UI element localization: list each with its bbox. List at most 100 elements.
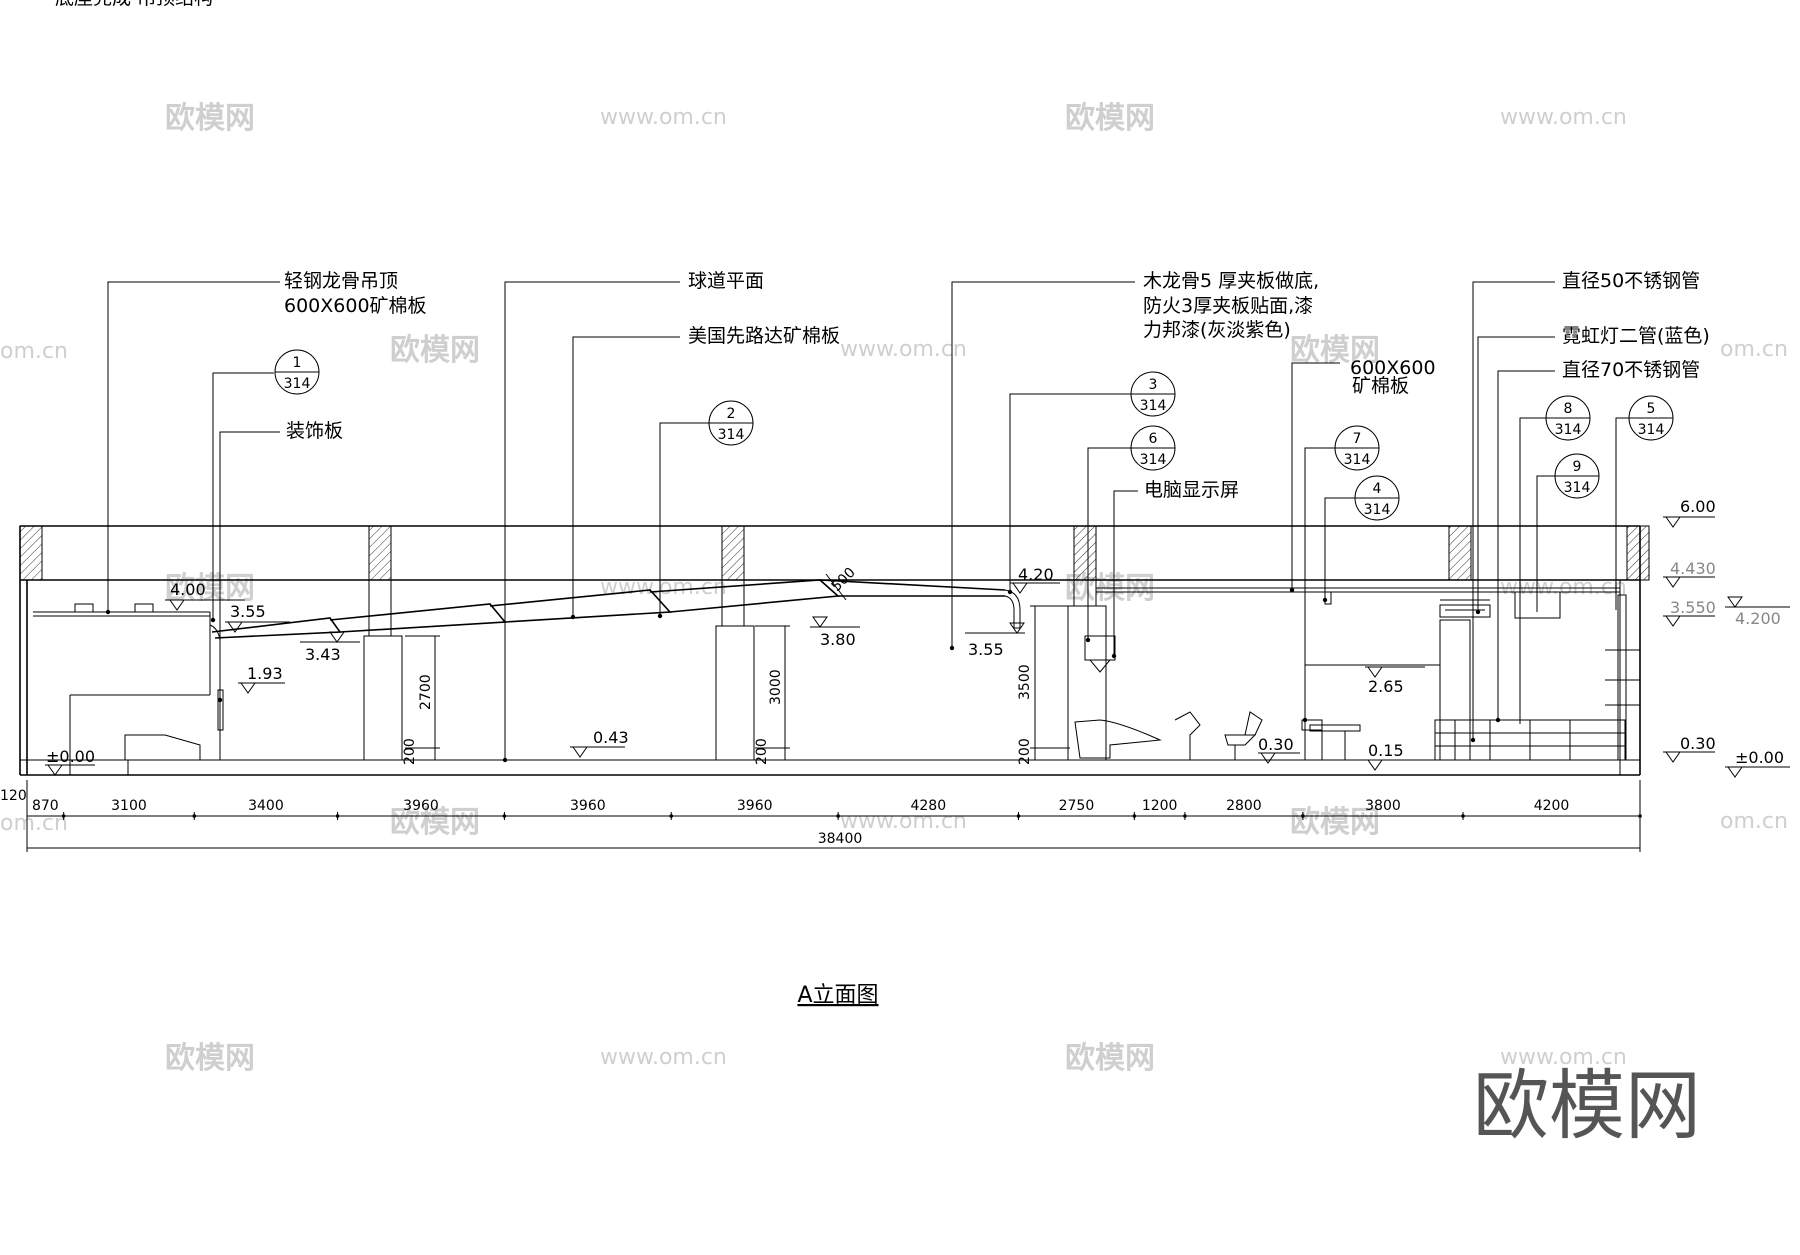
note-armstrong: 美国先路达矿棉板 — [688, 325, 840, 347]
monitor-fixture — [1074, 635, 1263, 760]
vdim: 2700 — [418, 674, 434, 710]
watermark-brand: 欧模网 — [165, 1041, 255, 1076]
detail-tag: 3 314 — [1130, 371, 1176, 417]
watermark-site: om.cn — [0, 811, 68, 836]
note-lane-plane: 球道平面 — [688, 270, 764, 292]
hdim: 870 — [32, 798, 59, 814]
level-mark: 3.43 — [305, 645, 341, 664]
svg-text:1: 1 — [293, 355, 302, 371]
hdim: 3960 — [737, 798, 773, 814]
hdim-dot — [669, 814, 674, 818]
pillars — [363, 580, 1107, 761]
hdim-dot — [192, 814, 197, 818]
svg-text:7: 7 — [1353, 431, 1362, 447]
note-wood-keel-3: 力邦漆(灰淡紫色) — [1143, 319, 1291, 341]
detail-tag: 7 314 — [1334, 425, 1380, 471]
level-mark: 1.93 — [247, 664, 283, 683]
detail-tag: 5 314 — [1628, 395, 1674, 441]
watermark-site: www.om.cn — [840, 809, 967, 834]
hdim: 120 — [0, 788, 27, 804]
vdim: 3500 — [1017, 664, 1033, 700]
note-steel-50: 直径50不锈钢管 — [1562, 270, 1700, 292]
level-mark: 4.20 — [1018, 565, 1054, 584]
level-mark: 4.200 — [1735, 609, 1781, 628]
watermark-site: www.om.cn — [600, 105, 727, 130]
svg-text:6: 6 — [1149, 431, 1158, 447]
watermark-brand: 欧模网 — [1290, 805, 1380, 840]
slope-dim: 500 — [829, 565, 859, 595]
detail-tag: 6 314 — [1130, 425, 1176, 471]
building-outline — [19, 525, 1641, 776]
total-dim: 38400 — [818, 831, 863, 847]
svg-text:5: 5 — [1647, 401, 1656, 417]
hdim-dot — [1183, 814, 1187, 818]
svg-text:2: 2 — [727, 406, 736, 422]
level-mark: 0.30 — [1258, 735, 1294, 754]
hdim: 3960 — [403, 798, 439, 814]
note-ceiling-keel: 轻钢龙骨吊顶 — [284, 270, 398, 292]
hdim: 3960 — [570, 798, 606, 814]
level-mark: 0.15 — [1368, 741, 1404, 760]
detail-tag: 4 314 — [1354, 475, 1400, 521]
level-mark: 6.00 — [1680, 497, 1716, 516]
vdim: 200 — [754, 738, 770, 765]
watermark-site: om.cn — [0, 339, 68, 364]
level-mark: ±0.00 — [46, 747, 95, 766]
svg-text:314: 314 — [284, 376, 311, 392]
watermark-logo: 欧模网 — [1473, 1061, 1701, 1150]
watermark-site: om.cn — [1720, 337, 1788, 362]
note-steel-70: 直径70不锈钢管 — [1562, 359, 1700, 381]
detail-tag: 2 314 — [708, 400, 754, 446]
hdim: 4200 — [1534, 798, 1570, 814]
note-ceiling-board: 600X600矿棉板 — [284, 295, 427, 317]
level-mark: 3.550 — [1670, 598, 1716, 617]
watermark-brand: 欧模网 — [1065, 1041, 1155, 1076]
column-heads — [19, 525, 1650, 581]
top-cut-text: 一 底座完成 吊顶结构 — [30, 0, 213, 9]
vertical-dims: 2700 200 3000 200 3500 200 500 — [402, 565, 1070, 765]
svg-text:314: 314 — [1140, 452, 1167, 468]
hdim: 2750 — [1059, 798, 1095, 814]
detail-tag: 1 314 — [274, 349, 320, 395]
vdim: 200 — [1017, 738, 1033, 765]
counter-area — [1301, 594, 1640, 761]
level-mark: 3.55 — [968, 640, 1004, 659]
level-mark: 0.43 — [593, 728, 629, 747]
hdim: 3400 — [248, 798, 284, 814]
watermark-brand: 欧模网 — [390, 805, 480, 840]
watermark-brand: 欧模网 — [1290, 333, 1380, 368]
svg-text:314: 314 — [1344, 452, 1371, 468]
hdim-dot — [1638, 814, 1642, 818]
svg-text:314: 314 — [1364, 502, 1391, 518]
annotations: 轻钢龙骨吊顶 600X600矿棉板 装饰板 球道平面 美国先路达矿棉板 木龙骨5… — [105, 270, 1710, 763]
watermark-site: www.om.cn — [1500, 1045, 1627, 1070]
watermark-site: www.om.cn — [840, 337, 967, 362]
note-wood-keel-1: 木龙骨5 厚夹板做底, — [1143, 270, 1319, 292]
svg-text:314: 314 — [1555, 422, 1582, 438]
watermark-brand: 欧模网 — [165, 101, 255, 136]
note-mineral-1: 600X600 — [1350, 357, 1436, 379]
svg-text:314: 314 — [1140, 398, 1167, 414]
level-mark: 4.00 — [170, 580, 206, 599]
hdim-dot — [1016, 814, 1021, 818]
hdim: 4280 — [910, 798, 946, 814]
watermark-brand: 欧模网 — [1065, 101, 1155, 136]
note-monitor: 电脑显示屏 — [1144, 479, 1239, 501]
hdim: 2800 — [1226, 798, 1262, 814]
svg-text:314: 314 — [1564, 480, 1591, 496]
level-mark: 4.430 — [1670, 559, 1716, 578]
detail-tag: 9 314 — [1554, 453, 1600, 499]
svg-text:314: 314 — [1638, 422, 1665, 438]
watermark-layer: 欧模网 www.om.cn 欧模网 www.om.cn om.cn 欧模网 ww… — [0, 101, 1788, 1076]
watermark-site: www.om.cn — [600, 1045, 727, 1070]
hdim-dot — [1461, 814, 1465, 818]
svg-text:9: 9 — [1573, 459, 1582, 475]
level-mark: ±0.00 — [1735, 748, 1784, 767]
svg-text:8: 8 — [1564, 401, 1573, 417]
watermark-brand: 欧模网 — [390, 333, 480, 368]
svg-text:3: 3 — [1149, 377, 1158, 393]
hdim-dot — [836, 814, 840, 818]
